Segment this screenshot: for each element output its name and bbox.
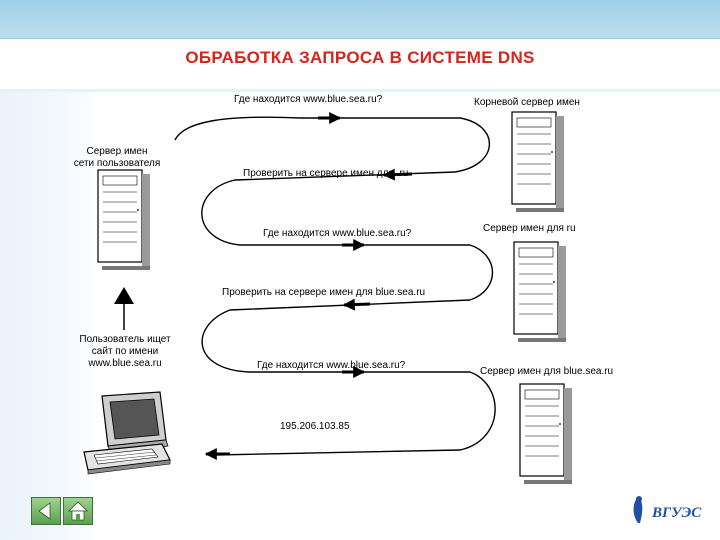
server-tower-root bbox=[512, 112, 564, 212]
message-3: Где находится www.blue.sea.ru? bbox=[263, 228, 411, 240]
nav-home-button[interactable] bbox=[63, 497, 93, 525]
server-tower-user bbox=[98, 170, 150, 270]
flow-arrow-1 bbox=[175, 117, 489, 172]
message-6-ip: 195.206.103.85 bbox=[280, 421, 350, 433]
root-server-label: Корневой сервер имен bbox=[474, 97, 580, 109]
head-4 bbox=[344, 304, 370, 305]
message-4: Проверить на сервере имен для blue.sea.r… bbox=[222, 287, 425, 299]
arrow-left-icon bbox=[32, 498, 60, 524]
nav-back-button[interactable] bbox=[31, 497, 61, 525]
user-description: Пользователь ищет сайт по имени www.blue… bbox=[60, 334, 190, 370]
server-tower-bluesea bbox=[520, 384, 572, 484]
home-icon bbox=[64, 498, 92, 524]
up-arrow bbox=[114, 287, 134, 330]
bluesea-server-label: Сервер имен для blue.sea.ru bbox=[480, 366, 613, 378]
laptop-icon bbox=[84, 392, 170, 474]
message-5: Где находится www.blue.sea.ru? bbox=[257, 360, 405, 372]
server-tower-ru bbox=[514, 242, 566, 342]
university-logo: ВГУЭС bbox=[628, 493, 702, 529]
user-server-label: Сервер имен сети пользователя bbox=[62, 146, 172, 170]
ru-server-label: Сервер имен для ru bbox=[483, 223, 576, 235]
message-2: Проверить на сервере имен для .ru bbox=[243, 168, 408, 180]
message-1: Где находится www.blue.sea.ru? bbox=[234, 94, 382, 106]
svg-text:ВГУЭС: ВГУЭС bbox=[651, 505, 702, 521]
